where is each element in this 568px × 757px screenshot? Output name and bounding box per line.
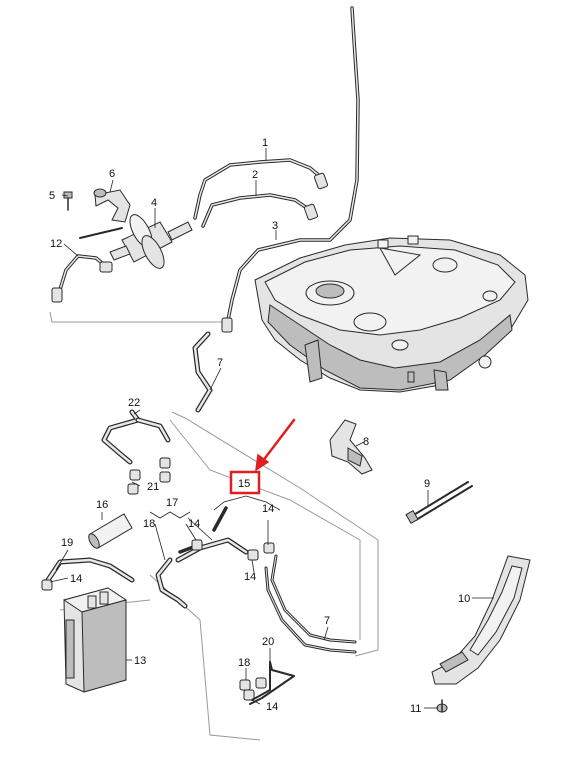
fuel-filter[interactable]: [109, 211, 193, 271]
label-part-9: 9: [424, 478, 430, 490]
mounting-bracket-8[interactable]: [329, 419, 373, 475]
label-part-10: 10: [458, 593, 470, 605]
label-part-18-bottom: 18: [238, 657, 250, 669]
connector-hose-18[interactable]: [178, 506, 228, 554]
fuel-tank[interactable]: [254, 235, 529, 393]
bracket-bolt[interactable]: [63, 191, 73, 211]
label-part-14-left: 14: [70, 573, 82, 585]
fuel-line-7-upper[interactable]: [192, 331, 213, 413]
label-part-8: 8: [363, 436, 369, 448]
label-part-21: 21: [147, 481, 159, 493]
label-part-11: 11: [410, 703, 421, 715]
fitting-18[interactable]: [239, 677, 267, 691]
highlighted-part-15[interactable]: 15: [229, 470, 261, 495]
label-part-20: 20: [262, 636, 274, 648]
label-part-18-top: 18: [143, 518, 155, 530]
label-part-7-lower: 7: [324, 615, 330, 627]
highlight-arrow-icon: [255, 418, 296, 472]
label-part-22: 22: [128, 397, 140, 409]
label-part-16: 16: [96, 499, 108, 511]
heat-shield-10[interactable]: [431, 555, 531, 685]
label-part-19: 19: [61, 537, 73, 549]
leader-lines: [49, 148, 494, 709]
label-part-15: 15: [238, 478, 250, 490]
protective-sleeve-16[interactable]: [87, 513, 133, 550]
vent-hose-22[interactable]: [101, 409, 171, 465]
label-part-14-right: 14: [262, 503, 274, 515]
fuel-line-7-lower[interactable]: [264, 554, 357, 654]
clip-21[interactable]: [127, 457, 171, 495]
fuel-hose-12[interactable]: [51, 254, 113, 303]
label-part-14-lower: 14: [244, 571, 256, 583]
label-part-13: 13: [134, 655, 146, 667]
fuel-line-1[interactable]: [193, 158, 329, 220]
label-part-5: 5: [49, 190, 55, 202]
label-part-12: 12: [50, 238, 62, 250]
label-part-1: 1: [262, 137, 268, 149]
hose-clamp-14[interactable]: [41, 542, 275, 701]
vent-hose-19[interactable]: [45, 557, 135, 583]
filter-screw[interactable]: [79, 227, 123, 239]
label-part-2: 2: [252, 169, 258, 181]
fuel-line-2[interactable]: [201, 193, 319, 228]
part-number-labels: 1 2 3 4 5 6 12 7 8 9 10 11 13 7 22 21 16…: [49, 137, 470, 715]
filter-bracket[interactable]: [93, 188, 131, 223]
nut-11[interactable]: [436, 699, 448, 713]
vent-pipe-20[interactable]: [249, 661, 295, 705]
label-part-14-mid: 14: [188, 518, 200, 530]
label-part-14-bottom: 14: [266, 701, 278, 713]
clip-9[interactable]: [405, 481, 473, 525]
label-part-4: 4: [151, 197, 157, 209]
vent-hose-17[interactable]: [155, 537, 249, 609]
label-part-7-upper: 7: [217, 357, 223, 369]
fuel-line-3[interactable]: [221, 6, 360, 333]
label-part-3: 3: [272, 220, 278, 232]
carbon-canister-13[interactable]: [62, 587, 128, 693]
label-part-6: 6: [109, 168, 115, 180]
label-part-17: 17: [166, 497, 178, 509]
